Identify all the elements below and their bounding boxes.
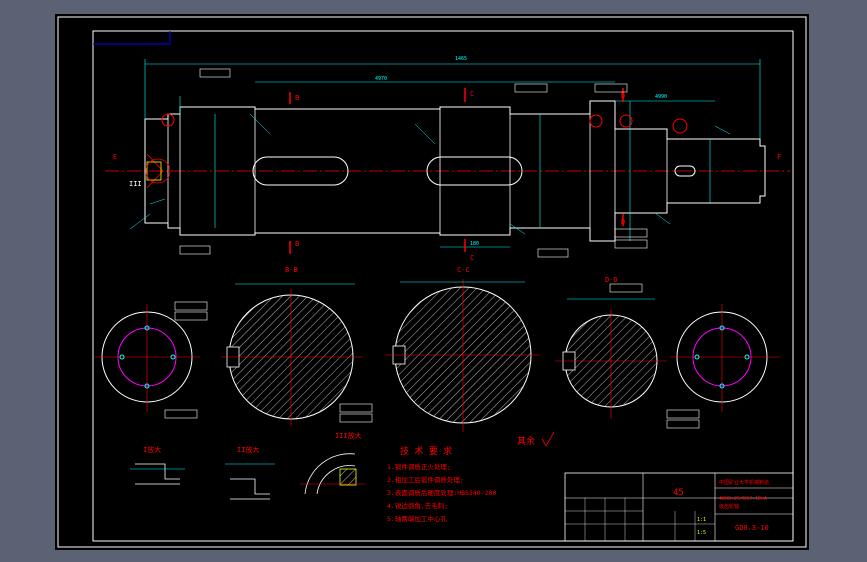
tech-req-item-3: 3.表面调质后硬度处理:HBS240-280 [387,488,496,497]
drawing-subtitle: 级齿轮轴 [719,503,739,510]
tech-req-item-4: 4.锐边倒角,去毛刺; [387,501,448,510]
detail-circle-1 [161,113,175,127]
section-title-bb: B-B [285,266,298,274]
material-label: 45 [673,488,684,498]
sheet-label: 1:5 [697,530,706,536]
drawing-name: 40X8.25/DCJ.1D×A [719,496,767,502]
keyway-left [252,156,349,186]
detail-circle-2 [589,114,603,128]
company-label: 中国矿业大学机械制造 [719,479,769,486]
keyway-right [674,165,696,177]
cut-label-d-bottom: D [621,218,625,226]
corner-mark [93,31,171,45]
roman-marker: III [129,180,142,188]
inner-border [92,30,794,542]
cut-label-c-top: C [470,90,474,98]
section-views: B-B C-C D-D [95,266,780,432]
title-block: 45 中国矿业大学机械制造 40X8.25/DCJ.1D×A 级齿轮轴 GD8.… [564,472,794,542]
drawing-canvas: 1465 4970 4990 180 B B C C D D E F III [57,16,807,548]
keyway-middle [426,156,523,186]
drawing-number: GD8.3-10 [735,524,769,532]
cut-label-b-top: B [295,94,299,102]
cut-label-e: E [113,153,117,161]
section-title-cc: C-C [457,266,470,274]
tech-req-item-1: 1.锻件调质正火处理; [387,462,451,471]
cut-label-c-bottom: C [470,254,474,262]
cut-label-f: F [777,153,781,161]
scale-label: 1:1 [697,517,706,523]
section-cut-marks [289,88,624,254]
drawing-sheet: 1465 4970 4990 180 B B C C D D E F III [55,14,809,550]
dim-overall: 1465 [455,56,467,62]
cut-label-b-bottom: B [295,240,299,248]
shaft-view: 1465 4970 4990 180 B B C C D D E F III [105,56,790,262]
detail-title-1: I放大 [143,445,161,454]
outer-border [57,16,807,548]
dim-right: 4990 [655,94,667,100]
technical-requirements: 技 术 要 求 1.锻件调质正火处理; 2.粗加工后锻件调质处理; 3.表面调质… [387,431,555,523]
cut-label-d-top: D [621,92,625,100]
detail-title-3: III放大 [335,431,362,440]
tech-req-item-2: 2.粗加工后锻件调质处理; [387,475,464,484]
roughness-rest-label: 其余 [517,435,535,447]
dim-gap: 180 [470,241,479,247]
roughness-symbol-icon [541,431,555,447]
detail-views: I放大 II放大 III放大 [130,431,365,500]
section-title-dd: D-D [605,276,618,284]
detail-title-2: II放大 [237,445,259,454]
dim-mid: 4970 [375,76,387,82]
tech-req-item-5: 5.轴两端加工中心孔 [387,514,447,523]
tech-req-title: 技 术 要 求 [400,445,452,457]
